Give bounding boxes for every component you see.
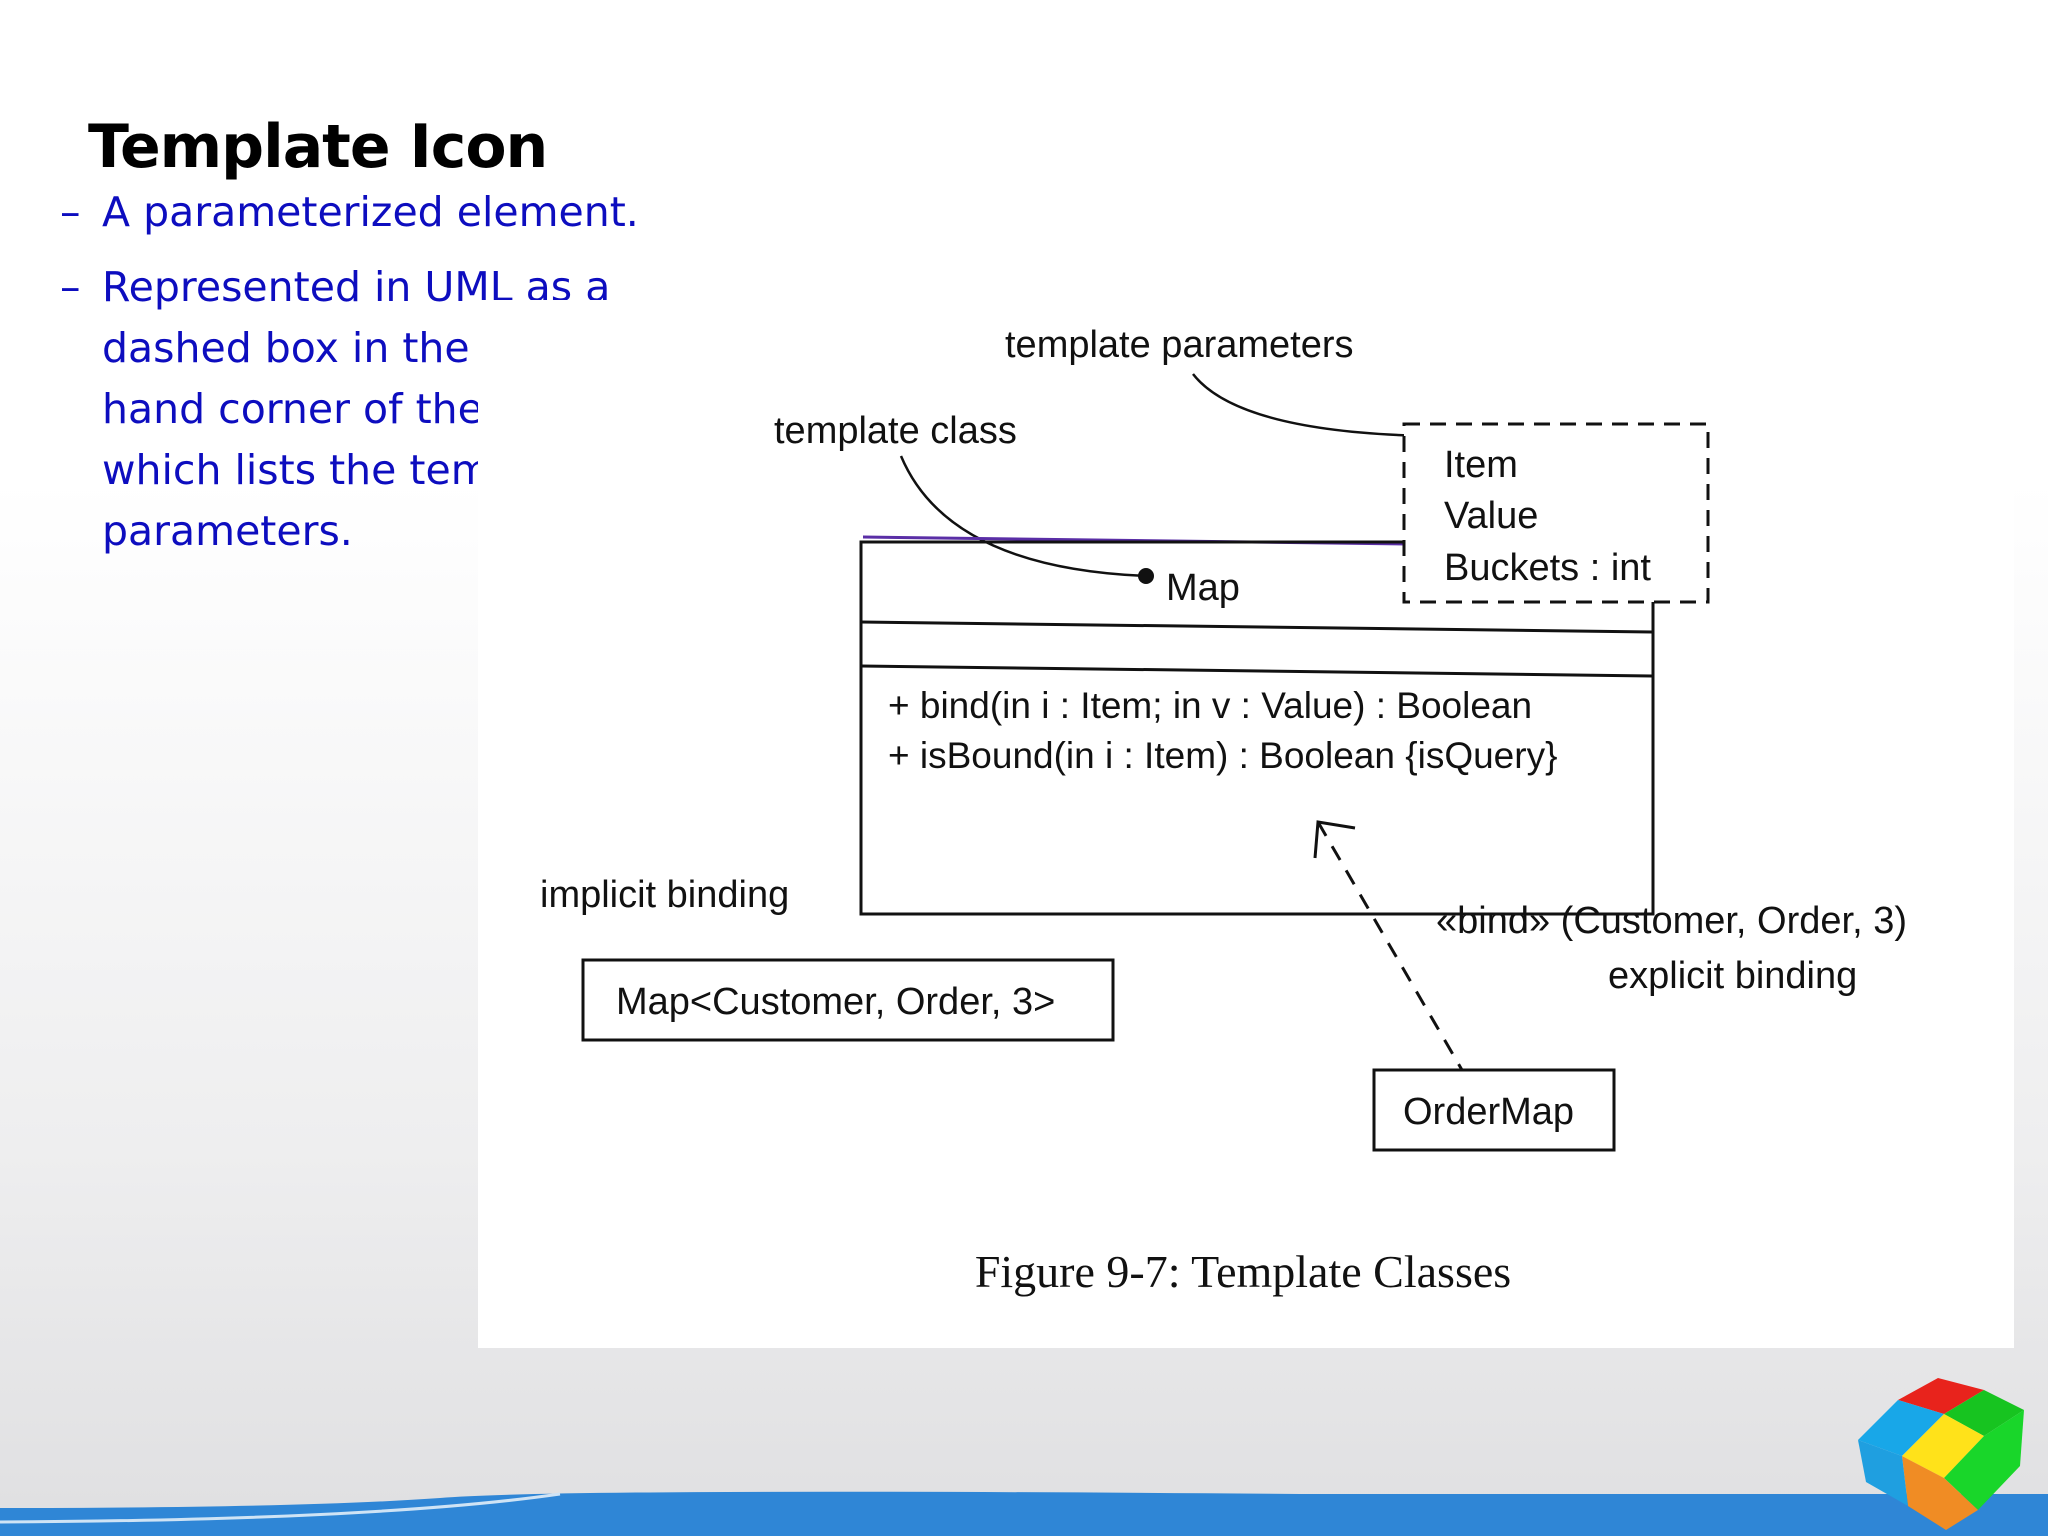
- template-param-buckets: Buckets : int: [1444, 547, 1651, 589]
- leader-line-parameters: [1192, 373, 1429, 438]
- class-box-map: [859, 540, 1655, 916]
- footer-highlight: [0, 1492, 561, 1524]
- uml-figure: template parameters template class Map +…: [478, 300, 2014, 1348]
- class-name-map: Map: [1166, 567, 1240, 609]
- operation-isbound: + isBound(in i : Item) : Boolean {isQuer…: [888, 735, 1557, 776]
- slide-title: Template Icon: [88, 112, 548, 182]
- label-implicit-binding: implicit binding: [540, 874, 789, 916]
- uml-diagram: template parameters template class Map +…: [540, 324, 1907, 1297]
- template-parameter-box: [1402, 422, 1710, 604]
- footer-band: [0, 1491, 2048, 1536]
- bullet-1: – A parameterized element.: [60, 182, 760, 243]
- template-param-value: Value: [1444, 495, 1538, 537]
- bullet-text: A parameterized element.: [102, 188, 639, 236]
- implicit-class-name: Map<Customer, Order, 3>: [616, 981, 1055, 1023]
- operation-bind: + bind(in i : Item; in v : Value) : Bool…: [888, 685, 1532, 726]
- template-param-item: Item: [1444, 444, 1518, 486]
- figure-caption: Figure 9-7: Template Classes: [975, 1246, 1511, 1297]
- bind-dependency-arrow: [1316, 821, 1464, 1071]
- class-divider-2: [860, 664, 1654, 678]
- leader-line-class: [899, 455, 1147, 578]
- label-template-parameters: template parameters: [1005, 324, 1354, 366]
- footer-wave: [0, 1491, 2048, 1536]
- bullet-dash: –: [60, 188, 81, 236]
- label-bind-args: «bind» (Customer, Order, 3): [1436, 900, 1907, 942]
- label-explicit-binding: explicit binding: [1608, 955, 1857, 997]
- bullet-dash: –: [60, 263, 81, 311]
- explicit-class-name: OrderMap: [1403, 1091, 1574, 1133]
- bind-arrowhead: [1313, 820, 1356, 859]
- class-box-implicit: [581, 958, 1115, 1042]
- class-divider-1: [860, 620, 1654, 634]
- class-box-ordermap: [1372, 1068, 1616, 1152]
- colored-cube-logo-icon: [1858, 1378, 2024, 1530]
- leader-dot-class: [1138, 568, 1154, 584]
- label-template-class: template class: [774, 410, 1017, 452]
